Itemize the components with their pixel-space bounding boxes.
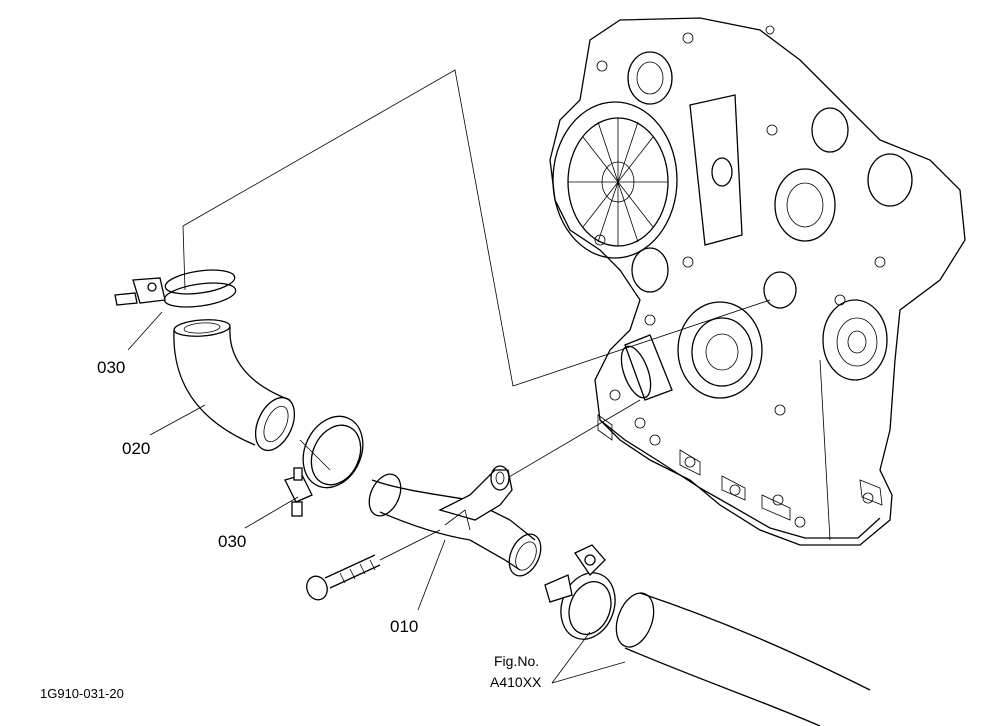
fig-no-label: Fig.No. (494, 653, 539, 669)
radiator-hose (615, 592, 871, 726)
part-label-030-bottom: 030 (218, 532, 246, 551)
fig-ref-label: A410XX (490, 674, 542, 690)
hose-elbow (173, 319, 296, 452)
part-label-020: 020 (122, 439, 150, 458)
engine-gear-case (549, 17, 966, 546)
reference-frame-lines (182, 69, 771, 488)
lower-hose-clamp (284, 415, 364, 517)
leader-lines (127, 311, 626, 684)
radiator-hose-clamp (544, 544, 616, 640)
part-label-010: 010 (390, 617, 418, 636)
upper-hose-clamp (114, 269, 237, 308)
drawing-code: 1G910-031-20 (40, 686, 124, 701)
part-label-030-top: 030 (97, 358, 125, 377)
mounting-bolt (306, 529, 441, 601)
water-pipe (368, 465, 542, 577)
